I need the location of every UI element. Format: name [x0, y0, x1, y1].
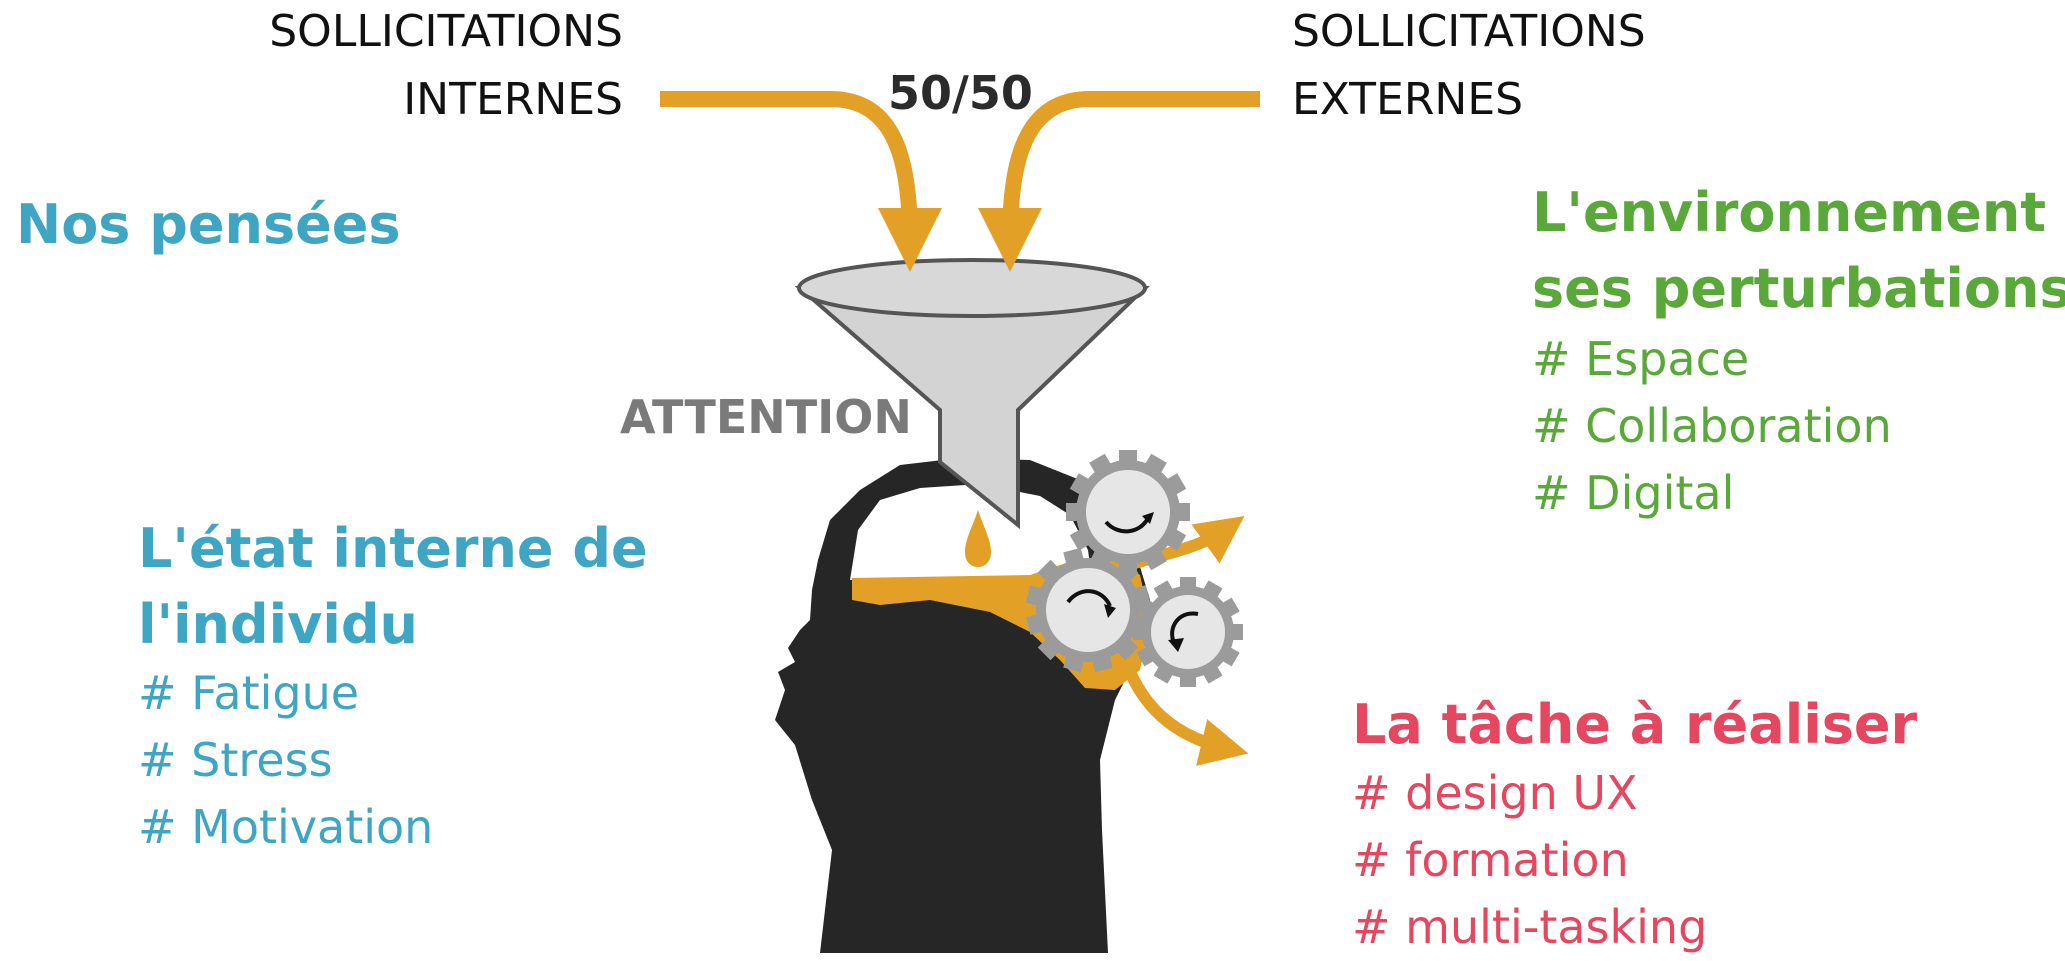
environment-title-line1: L'environnement et	[1532, 181, 2065, 244]
internal-state-tags: # Fatigue # Stress # Motivation	[138, 660, 433, 861]
task-tag: # multi-tasking	[1352, 900, 1708, 954]
internal-state-title-line1: L'état interne de	[138, 517, 648, 580]
thoughts-title: Nos pensées	[16, 193, 401, 256]
task-tag: # design UX	[1352, 766, 1638, 820]
arrow-icon	[660, 91, 942, 272]
internal-state-tag: # Motivation	[138, 800, 434, 854]
drop-icon	[965, 510, 991, 567]
environment-tag: # Digital	[1532, 466, 1735, 520]
funnel-icon	[794, 258, 1150, 530]
internal-solicitations-line2: INTERNES	[403, 74, 623, 125]
internal-state-title-line2: l'individu	[138, 593, 418, 656]
ratio-label: 50/50	[888, 66, 1033, 120]
internal-state-tag: # Fatigue	[138, 666, 360, 720]
environment-tag: # Espace	[1532, 332, 1750, 386]
gear-icon	[1025, 547, 1151, 673]
arrow-icon	[978, 91, 1260, 272]
task-tags: # design UX # formation # multi-tasking	[1352, 760, 1707, 961]
external-solicitations-line1: SOLLICITATIONS	[1292, 6, 1646, 57]
task-title: La tâche à réaliser	[1352, 693, 1918, 756]
task-tag: # formation	[1352, 833, 1629, 887]
internal-solicitations-line1: SOLLICITATIONS	[269, 6, 623, 57]
gear-icon	[1133, 577, 1243, 687]
external-solicitations-line2: EXTERNES	[1292, 74, 1524, 125]
attention-label: ATTENTION	[620, 390, 912, 444]
internal-state-tag: # Stress	[138, 733, 333, 787]
environment-title-line2: ses perturbations	[1532, 257, 2065, 320]
environment-tags: # Espace # Collaboration # Digital	[1532, 326, 1892, 527]
environment-tag: # Collaboration	[1532, 399, 1892, 453]
